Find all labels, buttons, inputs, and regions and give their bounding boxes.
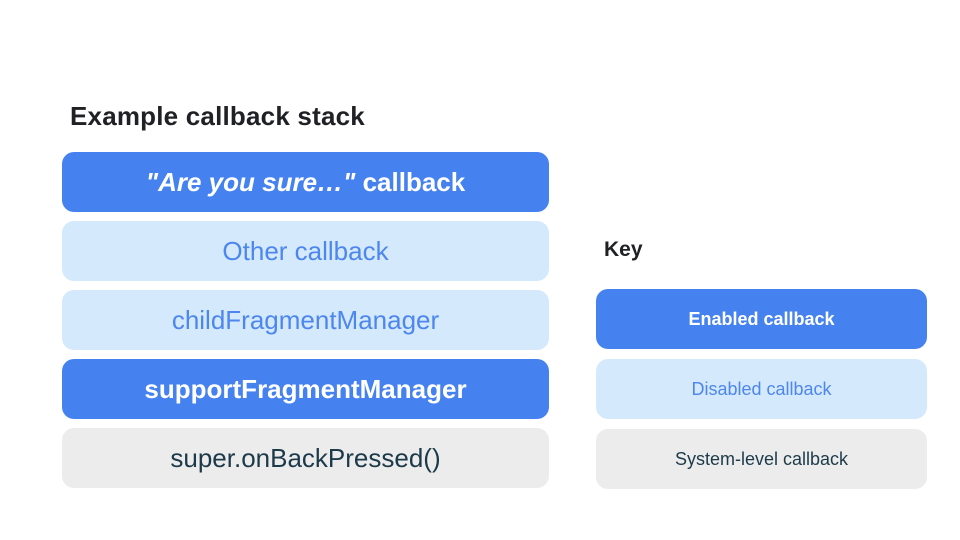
callback-stack: "Are you sure…" callback Other callback … xyxy=(62,152,549,488)
key-item-label: Enabled callback xyxy=(688,309,835,329)
key-item-disabled-callback: Disabled callback xyxy=(596,359,927,419)
page-title: Example callback stack xyxy=(70,101,365,131)
key-item-system-level-callback: System-level callback xyxy=(596,429,927,489)
stack-item-label: childFragmentManager xyxy=(171,305,440,335)
key-item-label: Disabled callback xyxy=(691,379,832,399)
stack-item-label: "Are you sure…" callback xyxy=(146,169,465,195)
stack-item-are-you-sure-callback: "Are you sure…" callback xyxy=(62,152,549,212)
stack-item-label: supportFragmentManager xyxy=(144,374,467,404)
key-item-enabled-callback: Enabled callback xyxy=(596,289,927,349)
stack-item-label: super.onBackPressed() xyxy=(170,443,441,473)
key-heading: Key xyxy=(604,238,643,261)
stack-item-support-fragment-manager: supportFragmentManager xyxy=(62,359,549,419)
stack-item-other-callback: Other callback xyxy=(62,221,549,281)
stack-item-label: Other callback xyxy=(222,236,389,266)
stack-item-label-rest: callback xyxy=(355,167,466,197)
stack-item-super-on-back-pressed: super.onBackPressed() xyxy=(62,428,549,488)
stack-item-child-fragment-manager: childFragmentManager xyxy=(62,290,549,350)
stack-item-label-italic: "Are you sure…" xyxy=(145,167,356,197)
key-item-label: System-level callback xyxy=(674,449,849,469)
key-legend: Enabled callback Disabled callback Syste… xyxy=(596,289,927,489)
